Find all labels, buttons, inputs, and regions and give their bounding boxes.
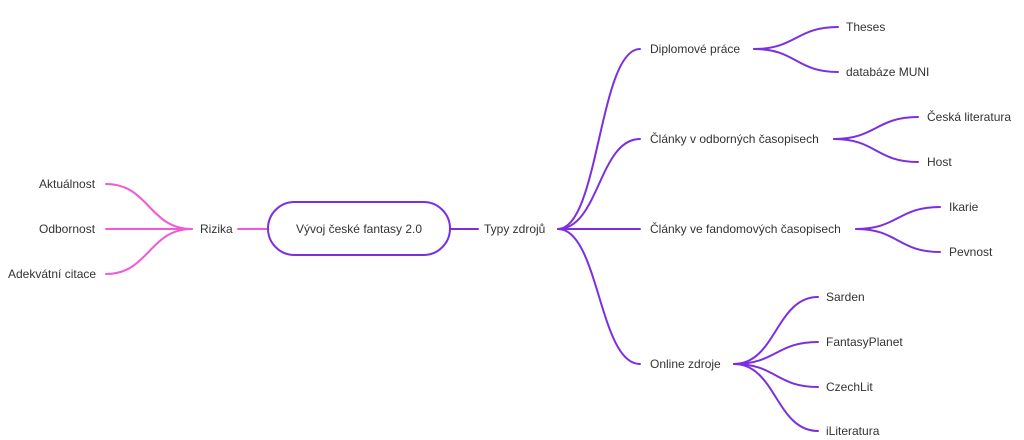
node-czechlit[interactable]: CzechLit bbox=[826, 380, 873, 394]
node-pevnost[interactable]: Pevnost bbox=[949, 245, 993, 259]
node-diplomove-prace[interactable]: Diplomové práce bbox=[650, 42, 740, 56]
node-online-zdroje[interactable]: Online zdroje bbox=[650, 357, 721, 371]
node-odbornost[interactable]: Odbornost bbox=[39, 222, 96, 236]
node-fantasyplanet[interactable]: FantasyPlanet bbox=[826, 335, 903, 349]
node-iliteratura[interactable]: iLiteratura bbox=[826, 424, 880, 438]
edge-online-iliteratura bbox=[733, 363, 819, 432]
edge-typy-online bbox=[557, 228, 641, 365]
node-clanky-fandomove[interactable]: Články ve fandomových časopisech bbox=[650, 221, 841, 236]
node-rizika[interactable]: Rizika bbox=[200, 222, 233, 236]
center-node[interactable]: Vývoj české fantasy 2.0 bbox=[267, 201, 451, 256]
edge-online-fantasyplanet bbox=[733, 341, 819, 365]
edge-odborne-host bbox=[833, 138, 919, 163]
node-databaze-muni[interactable]: databáze MUNI bbox=[846, 65, 929, 79]
node-typy-zdroju[interactable]: Typy zdrojů bbox=[484, 222, 545, 236]
node-sarden[interactable]: Sarden bbox=[826, 290, 865, 304]
edge-rizika-aktualnost bbox=[105, 183, 193, 230]
edge-online-sarden bbox=[733, 296, 819, 365]
edge-typy-diplomove bbox=[557, 48, 641, 230]
edges-layer bbox=[105, 26, 941, 432]
edge-fandomove-pevnost bbox=[855, 228, 941, 253]
center-node-box bbox=[267, 201, 451, 256]
edge-rizika-citace bbox=[105, 228, 193, 275]
node-adekvatni-citace[interactable]: Adekvátní citace bbox=[8, 267, 96, 281]
node-clanky-odborne[interactable]: Články v odborných časopisech bbox=[650, 131, 819, 146]
center-node-label: Vývoj české fantasy 2.0 bbox=[296, 222, 422, 236]
edge-diplomove-theses bbox=[753, 26, 839, 50]
edge-odborne-ceska bbox=[833, 116, 919, 140]
node-ceska-literatura[interactable]: Česká literatura bbox=[927, 109, 1011, 124]
node-ikarie[interactable]: Ikarie bbox=[949, 200, 979, 214]
node-aktualnost[interactable]: Aktuálnost bbox=[39, 177, 96, 191]
edge-fandomove-ikarie bbox=[855, 206, 941, 230]
node-host[interactable]: Host bbox=[927, 155, 952, 169]
edge-diplomove-muni bbox=[753, 48, 839, 73]
node-theses[interactable]: Theses bbox=[846, 20, 885, 34]
edge-typy-odborne bbox=[557, 138, 641, 230]
edge-online-czechlit bbox=[733, 363, 819, 388]
